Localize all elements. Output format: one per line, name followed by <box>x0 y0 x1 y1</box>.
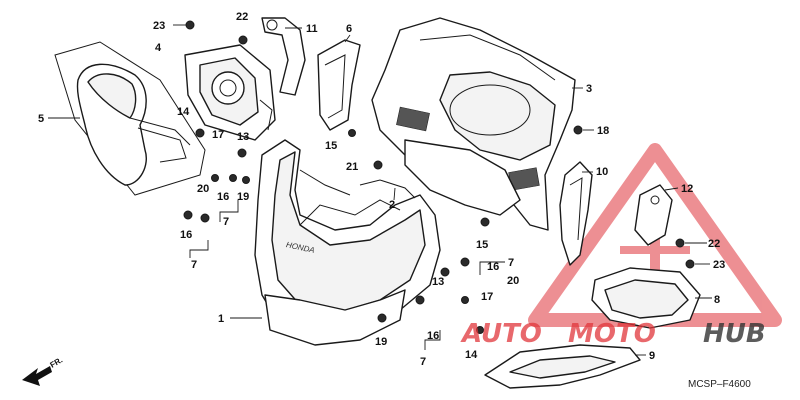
callout-12: 12 <box>681 183 693 195</box>
part-10-panel <box>559 161 593 266</box>
part-8-pocket-lid <box>591 267 701 329</box>
callout-19-a: 19 <box>237 191 249 203</box>
callout-7-d: 7 <box>420 356 426 368</box>
callout-8: 8 <box>714 294 720 306</box>
callout-14-b: 14 <box>465 349 478 361</box>
part-3-inner-fairing <box>371 17 576 231</box>
callout-16-c: 16 <box>487 261 499 273</box>
callout-16-a: 16 <box>217 191 229 203</box>
callout-20-a: 20 <box>197 183 209 195</box>
callouts: 23 22 11 6 4 5 3 14 17 13 18 15 21 10 20… <box>38 11 725 368</box>
callout-23-a: 23 <box>153 20 165 32</box>
callout-10: 10 <box>596 166 608 178</box>
part-6-side-cover <box>317 39 361 131</box>
forward-arrow: FR. <box>22 355 64 386</box>
callout-16-b: 16 <box>180 229 192 241</box>
callout-18: 18 <box>597 125 609 137</box>
callout-4: 4 <box>155 42 162 54</box>
callout-7-b: 7 <box>191 259 197 271</box>
watermark-part1: AUTO <box>460 319 542 349</box>
callout-5: 5 <box>38 113 44 125</box>
callout-13-a: 13 <box>237 131 249 143</box>
diagram-code: MCSP–F4600 <box>688 379 751 390</box>
part-5-mirror-housing <box>54 41 206 196</box>
callout-3: 3 <box>586 83 592 95</box>
callout-17-a: 17 <box>212 129 224 141</box>
callout-9: 9 <box>649 350 655 362</box>
part-9-lower-lid <box>484 344 641 389</box>
watermark-part2: MOTO <box>568 319 656 349</box>
callout-6: 6 <box>346 23 352 35</box>
watermark-text: AUTO MOTO HUB <box>460 319 766 349</box>
callout-7-c: 7 <box>508 257 514 269</box>
callout-23-b: 23 <box>713 259 725 271</box>
part-2-trim <box>299 169 416 199</box>
callout-21: 21 <box>346 161 358 173</box>
part-4-lamp-unit <box>184 44 276 141</box>
leader-lines <box>48 24 712 356</box>
callout-14-a: 14 <box>177 106 190 118</box>
callout-22-a: 22 <box>236 11 248 23</box>
callout-20-b: 20 <box>507 275 519 287</box>
part-12-bracket <box>634 184 673 246</box>
callout-15-a: 15 <box>325 140 337 152</box>
watermark-part3: HUB <box>703 319 766 349</box>
callout-15-b: 15 <box>476 239 488 251</box>
callout-19-b: 19 <box>375 336 387 348</box>
hardware-bolts <box>183 20 695 334</box>
callout-2: 2 <box>389 199 395 211</box>
callout-17-b: 17 <box>481 291 493 303</box>
callout-7-a: 7 <box>223 216 229 228</box>
part-1-front-cowl: HONDA <box>254 139 441 346</box>
callout-11: 11 <box>306 23 318 35</box>
forward-label: FR. <box>49 355 65 369</box>
part-11-stay <box>261 17 306 96</box>
callout-16-d: 16 <box>427 330 439 342</box>
callout-1: 1 <box>218 313 224 325</box>
callout-22-b: 22 <box>708 238 720 250</box>
callout-13-b: 13 <box>432 276 444 288</box>
